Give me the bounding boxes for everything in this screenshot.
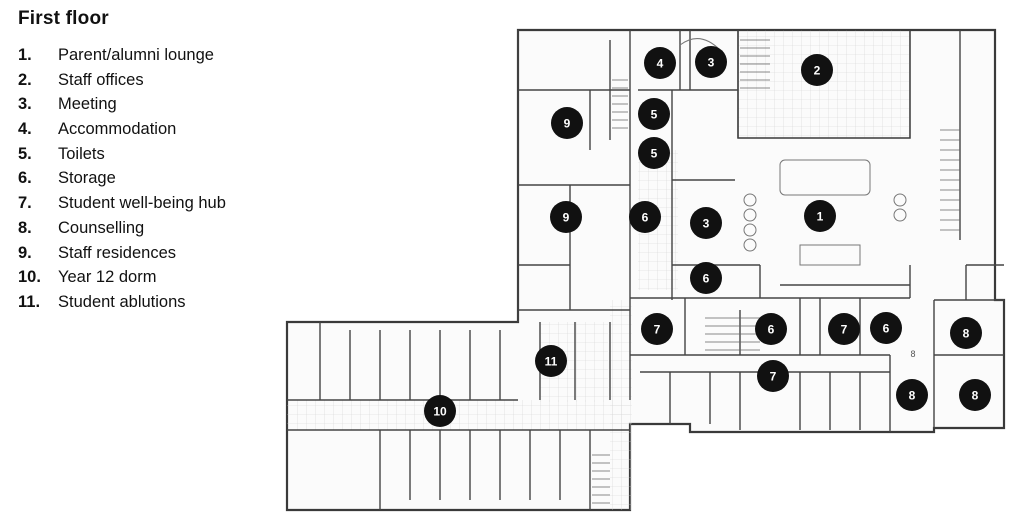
room-marker-8: 8 — [950, 317, 982, 349]
legend-label: Accommodation — [58, 120, 177, 139]
legend-label: Storage — [58, 169, 116, 188]
legend-label: Year 12 dorm — [58, 268, 157, 287]
legend-item: 1. Parent/alumni lounge — [18, 46, 278, 71]
legend-item: 2. Staff offices — [18, 71, 278, 96]
legend-number: 8. — [18, 218, 32, 237]
room-marker-7: 7 — [828, 313, 860, 345]
svg-text:9: 9 — [564, 117, 571, 131]
svg-text:10: 10 — [433, 405, 447, 419]
floor-title: First floor — [18, 8, 109, 29]
legend-label: Staff residences — [58, 243, 177, 262]
svg-text:5: 5 — [651, 147, 658, 161]
legend-number: 7. — [18, 194, 32, 213]
room-marker-4: 4 — [644, 47, 676, 79]
svg-text:1: 1 — [817, 210, 824, 224]
room-marker-2: 2 — [801, 54, 833, 86]
stairs — [592, 39, 960, 504]
svg-text:8: 8 — [963, 327, 970, 341]
legend-item: 6. Storage — [18, 169, 278, 194]
room-marker-1: 1 — [804, 200, 836, 232]
legend-label: Parent/alumni lounge — [58, 46, 214, 64]
room-marker-6: 6 — [690, 262, 722, 294]
legend-item: 3. Meeting — [18, 95, 278, 120]
legend-number: 5. — [18, 144, 32, 163]
legend-number: 6. — [18, 169, 32, 188]
legend-item: 7. Student well-being hub — [18, 194, 278, 219]
legend-item: 8. Counselling — [18, 219, 278, 244]
legend-item: 5. Toilets — [18, 145, 278, 170]
legend-label: Meeting — [58, 95, 117, 114]
legend-number: 2. — [18, 70, 32, 89]
corridor-label: 8 — [910, 349, 915, 359]
svg-text:7: 7 — [770, 370, 777, 384]
legend: First floor 1. Parent/alumni lounge 2. Sta… — [18, 8, 278, 318]
legend-list: 1. Parent/alumni lounge 2. Staff offices 3… — [18, 46, 278, 318]
svg-text:9: 9 — [563, 211, 570, 225]
legend-number: 10. — [18, 268, 41, 287]
legend-number: 1. — [18, 46, 32, 64]
room-markers: 4 3 2 9 5 5 6 1 3 9 6 7 6 7 6 8 11 7 10 … — [424, 46, 991, 427]
svg-text:8: 8 — [909, 389, 916, 403]
legend-number: 3. — [18, 95, 32, 114]
legend-label: Toilets — [58, 144, 105, 163]
legend-item: 10. Year 12 dorm — [18, 268, 278, 293]
room-marker-9: 9 — [550, 201, 582, 233]
legend-label: Counselling — [58, 218, 145, 237]
room-marker-6: 6 — [629, 201, 661, 233]
svg-text:4: 4 — [657, 57, 664, 71]
svg-text:6: 6 — [703, 272, 710, 286]
room-marker-9: 9 — [551, 107, 583, 139]
svg-text:5: 5 — [651, 108, 658, 122]
svg-text:3: 3 — [708, 56, 715, 70]
legend-number: 4. — [18, 120, 32, 139]
legend-label: Staff offices — [58, 70, 144, 89]
svg-text:7: 7 — [841, 323, 848, 337]
legend-item: 11. Student ablutions — [18, 293, 278, 318]
legend-label: Student well-being hub — [58, 194, 226, 213]
room-marker-10: 10 — [424, 395, 456, 427]
room-marker-7: 7 — [757, 360, 789, 392]
interior-walls — [287, 30, 1004, 510]
legend-item: 9. Staff residences — [18, 244, 278, 269]
lounge-furniture — [679, 38, 907, 266]
svg-text:6: 6 — [768, 323, 775, 337]
svg-text:6: 6 — [883, 322, 890, 336]
legend-label: Student ablutions — [58, 292, 186, 311]
legend-number: 11. — [18, 292, 41, 311]
svg-text:2: 2 — [814, 64, 821, 78]
room-marker-11: 11 — [535, 345, 567, 377]
room-marker-5: 5 — [638, 98, 670, 130]
room-marker-7: 7 — [641, 313, 673, 345]
svg-text:11: 11 — [545, 355, 558, 369]
legend-number: 9. — [18, 243, 32, 262]
room-marker-5: 5 — [638, 137, 670, 169]
room-marker-6: 6 — [755, 313, 787, 345]
room-marker-3: 3 — [690, 207, 722, 239]
room-marker-3: 3 — [695, 46, 727, 78]
svg-text:6: 6 — [642, 211, 649, 225]
svg-text:3: 3 — [703, 217, 710, 231]
room-marker-6: 6 — [870, 312, 902, 344]
svg-text:7: 7 — [654, 323, 661, 337]
room-marker-8: 8 — [959, 379, 991, 411]
legend-item: 4. Accommodation — [18, 120, 278, 145]
room-marker-8: 8 — [896, 379, 928, 411]
svg-text:8: 8 — [972, 389, 979, 403]
